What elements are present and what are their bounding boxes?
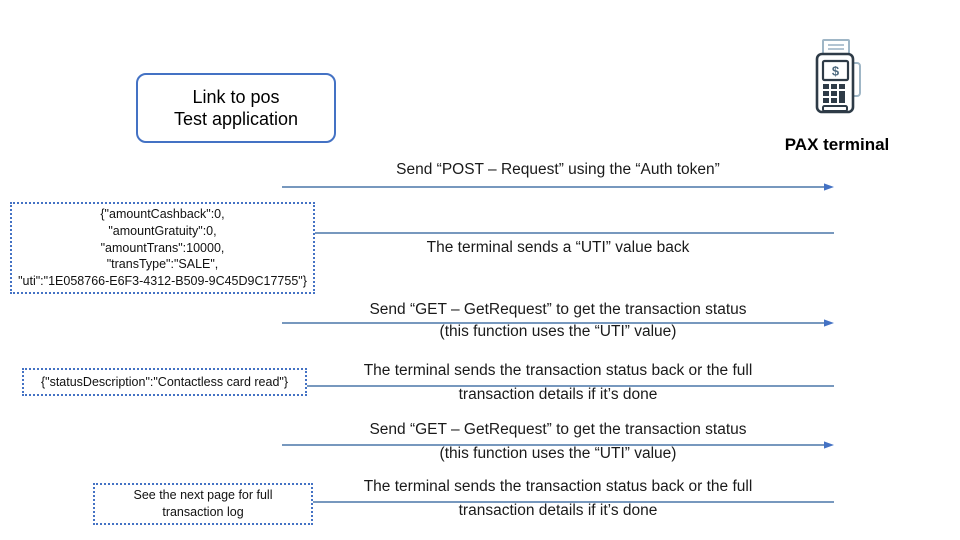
link-to-pos-application-box: Link to pos Test application — [136, 73, 336, 143]
uti-payload-line-4: "transType":"SALE", — [106, 257, 219, 272]
pax-terminal-label: PAX terminal — [784, 135, 890, 154]
message-4-sublabel: transaction details if it’s done — [458, 386, 658, 403]
pax-terminal-actor: $ PAX terminal — [752, 36, 922, 155]
message-3-label: Send “GET – GetRequest” to get the trans… — [369, 301, 747, 318]
message-3-sublabel: (this function uses the “UTI” value) — [439, 323, 677, 340]
status-payload-line-1: {"statusDescription":"Contactless card r… — [40, 374, 289, 389]
next-page-note-line-1: See the next page for full — [133, 488, 273, 503]
pos-terminal-icon: $ — [802, 36, 872, 123]
status-response-payload: {"statusDescription":"Contactless card r… — [22, 368, 307, 396]
uti-payload-line-2: "amountGratuity":0, — [108, 224, 217, 239]
application-title-line2: Test application — [173, 109, 299, 129]
message-5-sublabel: (this function uses the “UTI” value) — [439, 445, 677, 462]
uti-payload-line-5: "uti":"1E058766-E6F3-4312-B509-9C45D9C17… — [18, 273, 307, 288]
message-5-label: Send “GET – GetRequest” to get the trans… — [369, 421, 747, 438]
message-2-arrow-left — [282, 228, 834, 238]
uti-payload-line-1: {"amountCashback":0, — [100, 207, 225, 222]
message-4-label: The terminal sends the transaction statu… — [363, 362, 753, 379]
message-6-label: The terminal sends the transaction statu… — [363, 478, 753, 495]
message-5-arrow-right — [282, 440, 834, 450]
message-3-arrow-right — [282, 318, 834, 328]
message-1-arrow-right — [282, 182, 834, 192]
message-1-label: Send “POST – Request” using the “Auth to… — [396, 161, 720, 178]
next-page-note-line-2: transaction log — [162, 505, 244, 519]
message-6-sublabel: transaction details if it’s done — [458, 502, 658, 519]
message-2-label: The terminal sends a “UTI” value back — [426, 239, 690, 256]
svg-text:$: $ — [832, 64, 840, 79]
uti-response-payload: {"amountCashback":0, "amountGratuity":0,… — [10, 202, 315, 294]
next-page-note: See the next page for full transaction l… — [93, 483, 313, 525]
application-title-line1: Link to pos — [192, 86, 280, 107]
uti-payload-line-3: "amountTrans":10000, — [100, 240, 225, 255]
